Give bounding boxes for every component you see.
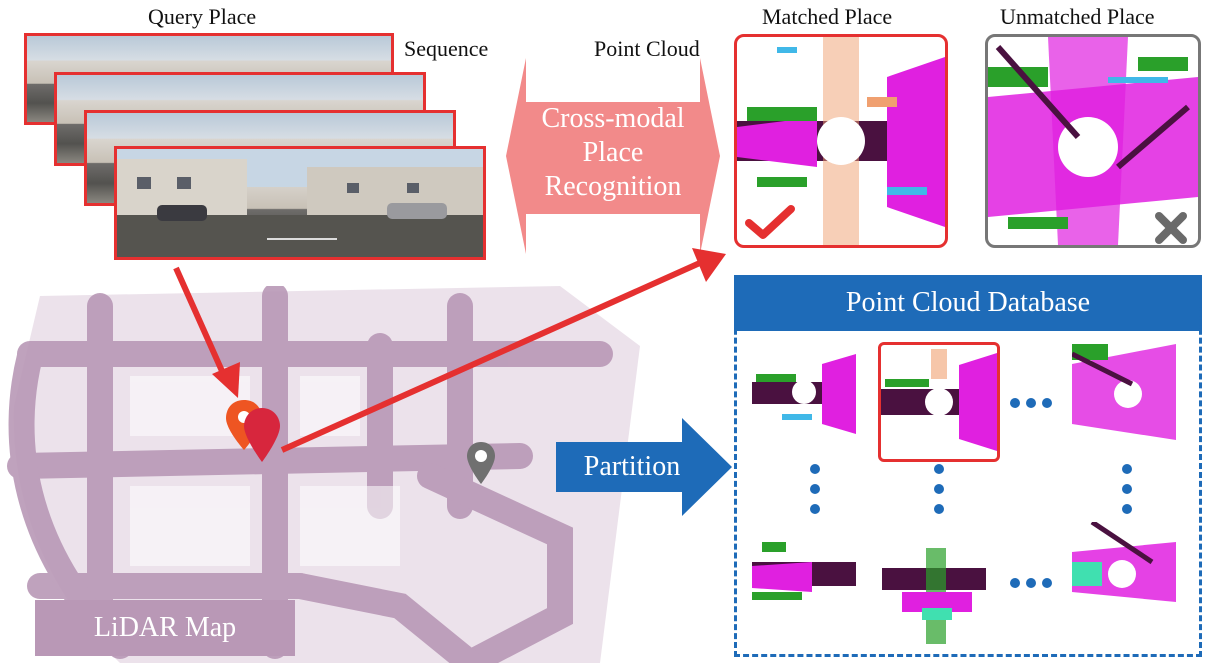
- cross-modal-arrow: [506, 58, 720, 254]
- database-tile: [752, 344, 856, 440]
- partition-label: Partition: [583, 451, 681, 482]
- point-cloud-label: Point Cloud: [594, 36, 700, 61]
- unmatched-point-cloud: [985, 34, 1201, 248]
- matched-database-tile: [878, 342, 1000, 462]
- matched-point-cloud: [734, 34, 948, 248]
- cross-modal-line-3: Recognition: [544, 171, 682, 202]
- cross-modal-line-1: Cross-modal: [541, 103, 685, 134]
- database-tile: [882, 548, 986, 644]
- map-pin-icon: [244, 408, 280, 462]
- database-tile: [1072, 344, 1176, 440]
- database-title: Point Cloud Database: [734, 275, 1202, 331]
- database-tile: [1072, 522, 1176, 618]
- query-pin-icons: [226, 400, 280, 462]
- unmatched-place-label: Unmatched Place: [1000, 4, 1155, 29]
- lidar-map-label: LiDAR Map: [35, 600, 295, 656]
- database-tile: [752, 522, 856, 618]
- check-icon: [745, 205, 795, 239]
- sequence-label: Sequence: [404, 36, 489, 61]
- lidar-map: [7, 286, 640, 663]
- sequence-frame-4: [114, 146, 486, 260]
- x-icon: [1155, 212, 1187, 244]
- map-pin-icon: [467, 442, 495, 484]
- point-cloud-database: [734, 275, 1202, 657]
- query-place-label: Query Place: [148, 4, 257, 29]
- cross-modal-text: Cross-modal Place Recognition: [526, 102, 700, 204]
- cross-modal-line-2: Place: [582, 137, 644, 168]
- partition-arrow: [556, 418, 732, 516]
- matched-place-label: Matched Place: [762, 4, 893, 29]
